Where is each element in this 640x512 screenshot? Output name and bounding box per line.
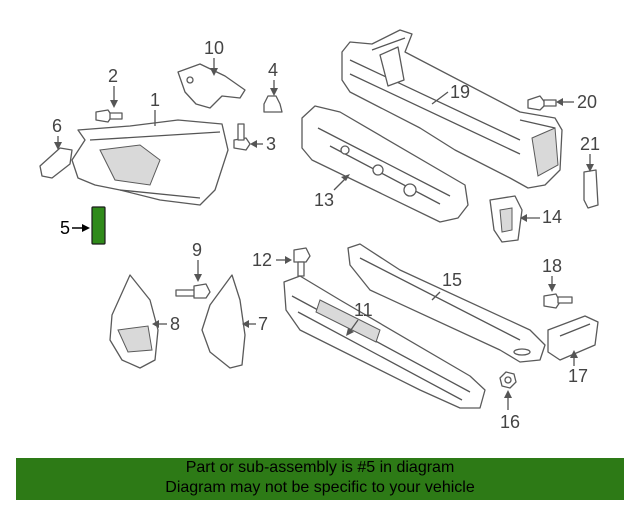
callout-6-label: 6 (52, 116, 62, 136)
callout-3-label: 3 (266, 134, 276, 154)
part-6-cap[interactable] (39, 147, 73, 179)
callout-13-label: 13 (314, 190, 334, 210)
part-12-bolt[interactable] (293, 247, 311, 277)
callout-21-label: 21 (580, 134, 600, 154)
callout-7: 7 (242, 314, 268, 334)
callout-20-label: 20 (577, 92, 597, 112)
callout-10-label: 10 (204, 38, 224, 58)
part-18-bolt[interactable] (543, 293, 573, 309)
part-11-bumper-beam[interactable] (283, 275, 486, 409)
callout-18: 18 (542, 256, 562, 292)
callout-17-label: 17 (568, 366, 588, 386)
part-9-bolt[interactable] (175, 283, 211, 299)
callout-9-label: 9 (192, 240, 202, 260)
banner-line-2: Diagram may not be specific to your vehi… (165, 479, 475, 496)
callout-12: 12 (252, 250, 292, 270)
part-21-bracket[interactable] (583, 169, 599, 209)
part-13-energy-absorber[interactable] (301, 105, 469, 223)
part-16-nut[interactable] (499, 371, 517, 389)
info-banner: Part or sub-assembly is #5 in diagram Di… (16, 458, 624, 500)
part-5-highlighted[interactable] (91, 206, 106, 245)
part-19-reinforcement-bar[interactable] (341, 29, 563, 189)
callout-5: 5 (60, 218, 90, 238)
part-20-bolt[interactable] (527, 95, 557, 111)
callout-16-label: 16 (500, 412, 520, 432)
callout-17: 17 (568, 350, 588, 386)
callout-14: 14 (520, 207, 562, 227)
callout-4: 4 (268, 60, 278, 96)
callout-2: 2 (108, 66, 118, 108)
banner-line-1: Part or sub-assembly is #5 in diagram (185, 459, 455, 476)
part-17-bracket[interactable] (547, 315, 599, 361)
part-4-clip[interactable] (263, 95, 283, 113)
callout-14-label: 14 (542, 207, 562, 227)
callout-19-label: 19 (450, 82, 470, 102)
part-7-side-shield[interactable] (201, 274, 246, 369)
callout-19: 19 (431, 82, 470, 105)
callout-15: 15 (431, 270, 462, 301)
callout-15-label: 15 (442, 270, 462, 290)
callout-7-label: 7 (258, 314, 268, 334)
callout-6: 6 (52, 116, 62, 150)
callout-11: 11 (346, 300, 373, 336)
callout-2-label: 2 (108, 66, 118, 86)
callout-10: 10 (204, 38, 224, 76)
callout-4-label: 4 (268, 60, 278, 80)
part-15-lower-bar[interactable] (347, 243, 546, 363)
callout-1: 1 (150, 90, 160, 126)
part-3-screw[interactable] (233, 123, 251, 151)
callout-11-label: 11 (354, 300, 373, 320)
part-1-bumper-cover[interactable] (71, 119, 229, 206)
callout-8: 8 (152, 314, 180, 334)
callout-1-label: 1 (150, 90, 160, 110)
callout-12-label: 12 (252, 250, 272, 270)
callout-9: 9 (192, 240, 202, 282)
callout-20: 20 (556, 92, 597, 112)
callout-3: 3 (250, 134, 276, 154)
callout-8-label: 8 (170, 314, 180, 334)
callout-18-label: 18 (542, 256, 562, 276)
part-14-bracket[interactable] (489, 195, 523, 243)
callout-13: 13 (314, 174, 350, 210)
part-8-side-shield[interactable] (109, 274, 159, 369)
callout-21: 21 (580, 134, 600, 172)
callout-16: 16 (500, 390, 520, 432)
part-2-screw[interactable] (95, 109, 123, 123)
callout-5-label: 5 (60, 218, 70, 238)
